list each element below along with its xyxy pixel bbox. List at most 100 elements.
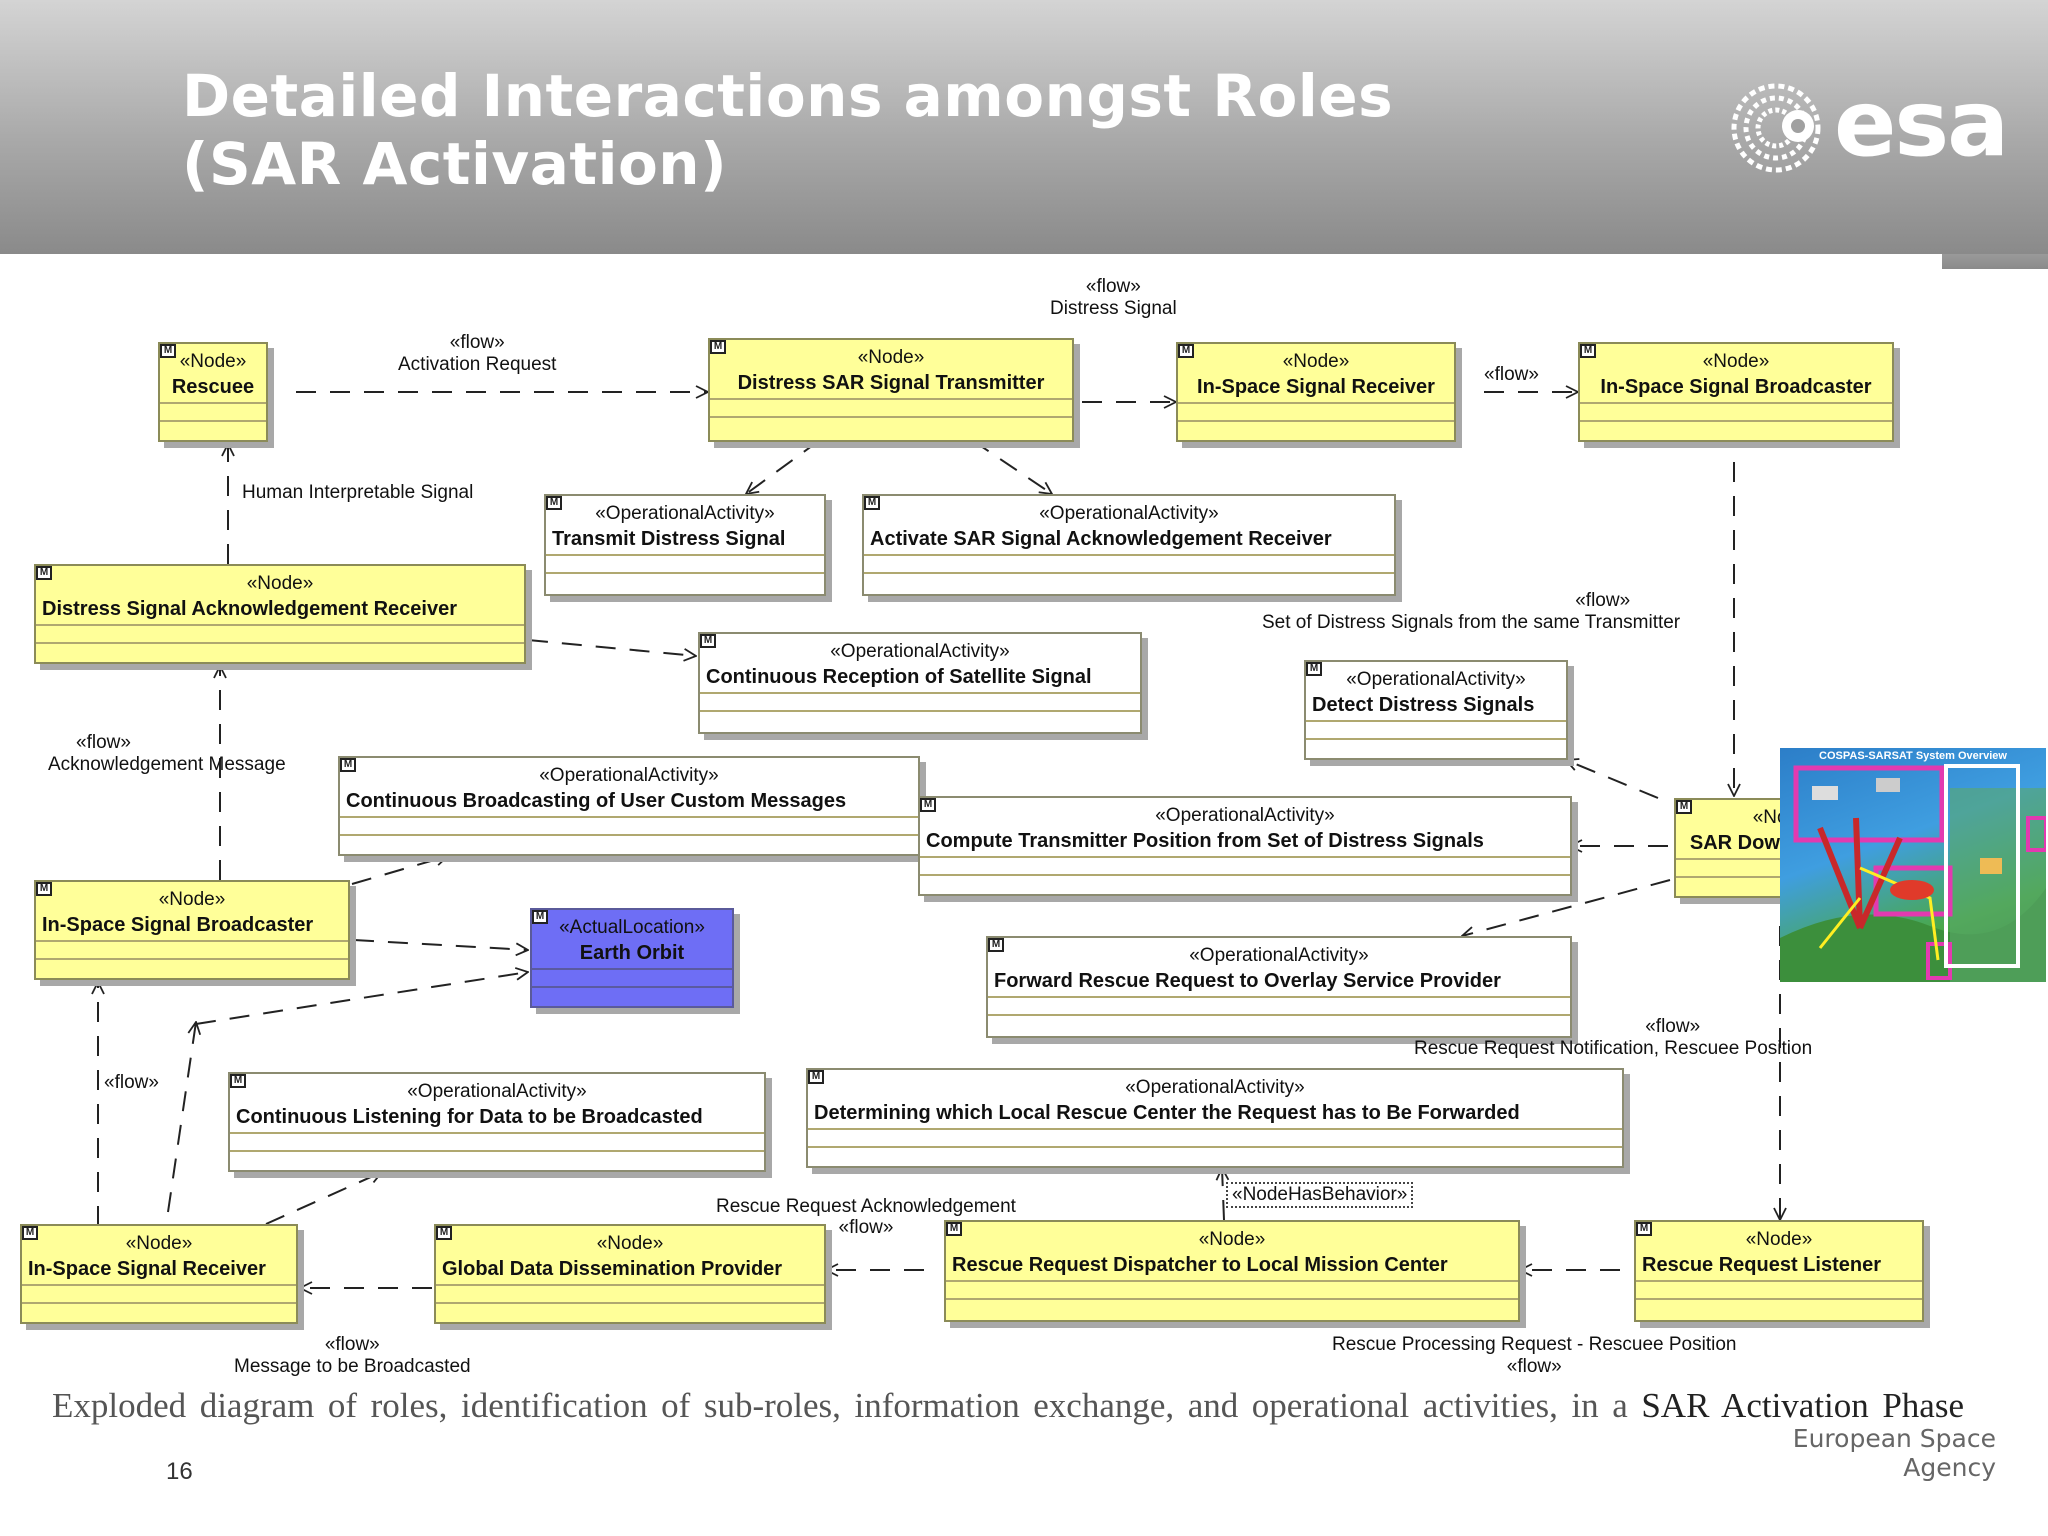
thumbnail-title: COSPAS-SARSAT System Overview [1819, 750, 2007, 762]
uml-element-icon: M [36, 882, 52, 896]
uml-element-icon: M [946, 1222, 962, 1236]
behavior-dispatcher-determining [1222, 1168, 1224, 1221]
uml-element-icon: M [1580, 344, 1596, 358]
location-earth-orbit[interactable]: M «ActualLocation» Earth Orbit [530, 908, 734, 1008]
slide-caption: Exploded diagram of roles, identificatio… [52, 1386, 1964, 1425]
node-name: Global Data Dissemination Provider [442, 1258, 783, 1280]
title-line-1: Detailed Interactions amongst Roles [182, 62, 1394, 130]
diagram-canvas: M «Node» Rescuee M «Node» Distress SAR S… [0, 254, 2048, 1384]
page-number: 16 [166, 1458, 193, 1485]
node-in-space-signal-receiver-bottom[interactable]: M «Node» In-Space Signal Receiver [20, 1224, 298, 1324]
uml-element-icon: M [436, 1226, 452, 1240]
node-name: In-Space Signal Broadcaster [42, 914, 314, 936]
activity-name: Determining which Local Rescue Center th… [814, 1102, 1520, 1124]
node-has-behavior-label: «NodeHasBehavior» [1226, 1182, 1414, 1208]
behavior-tx-activate [971, 439, 1052, 494]
uml-element-icon: M [160, 344, 176, 358]
flow-label-notification: «flow»Rescue Request Notification, Rescu… [1414, 1016, 1813, 1059]
uml-element-icon: M [710, 340, 726, 354]
node-name: Distress SAR Signal Transmitter [737, 372, 1045, 394]
flow-label-rx-broadcaster: «flow» [1484, 364, 1539, 385]
behavior-downlink-detect [1566, 760, 1659, 799]
uml-element-icon: M [864, 496, 880, 510]
flow-orbit-link [195, 972, 528, 1025]
activity-compute-transmitter-position[interactable]: M «OperationalActivity» Compute Transmit… [918, 796, 1572, 896]
activity-activate-ack-receiver[interactable]: M «OperationalActivity» Activate SAR Sig… [862, 494, 1396, 596]
flow-label-rx-bc: «flow» [104, 1072, 159, 1093]
flow-rx-orbit [167, 1022, 196, 1213]
node-rescue-request-dispatcher[interactable]: M «Node» Rescue Request Dispatcher to Lo… [944, 1220, 1520, 1322]
activity-detect-distress-signals[interactable]: M «OperationalActivity» Detect Distress … [1304, 660, 1568, 760]
activity-name: Continuous Listening for Data to be Broa… [236, 1106, 703, 1128]
uml-element-icon: M [532, 910, 548, 924]
uml-element-icon: M [920, 798, 936, 812]
node-name: In-Space Signal Receiver [1197, 376, 1435, 398]
system-overview-illustration [1780, 764, 2046, 982]
node-name: Rescuee [171, 376, 255, 398]
flow-label-rescue-ack: Rescue Request Acknowledgement«flow» [716, 1196, 1016, 1238]
activity-name: Detect Distress Signals [1312, 694, 1535, 716]
uml-element-icon: M [988, 938, 1004, 952]
location-name: Earth Orbit [579, 942, 685, 964]
node-name: Distress Signal Acknowledgement Receiver [42, 598, 457, 620]
behavior-ack-reception [527, 639, 696, 656]
activity-name: Transmit Distress Signal [552, 528, 786, 550]
node-rescue-request-listener[interactable]: M «Node» Rescue Request Listener [1634, 1220, 1924, 1322]
uml-element-icon: M [340, 758, 356, 772]
slide-title: Detailed Interactions amongst Roles (SAR… [182, 62, 1393, 198]
flow-label-ack-message: «flow»Acknowledgement Message [48, 732, 286, 775]
node-in-space-signal-broadcaster-top[interactable]: M «Node» In-Space Signal Broadcaster [1578, 342, 1894, 442]
flow-label-distress-signal: «flow»Distress Signal [1050, 276, 1177, 319]
activity-forward-rescue-request[interactable]: M «OperationalActivity» Forward Rescue R… [986, 936, 1572, 1038]
node-rescuee[interactable]: M «Node» Rescuee [158, 342, 268, 442]
node-name: Rescue Request Dispatcher to Local Missi… [952, 1254, 1448, 1276]
node-distress-sar-signal-transmitter[interactable]: M «Node» Distress SAR Signal Transmitter [708, 338, 1074, 442]
esa-logo: esa [1726, 70, 2009, 188]
flow-connectors [0, 254, 2048, 1384]
node-global-data-dissemination-provider[interactable]: M «Node» Global Data Dissemination Provi… [434, 1224, 826, 1324]
behavior-tx-transmit [746, 439, 821, 494]
uml-element-icon: M [700, 634, 716, 648]
title-line-2: (SAR Activation) [182, 130, 728, 198]
behavior-downlink-forward [1462, 879, 1671, 936]
flow-label-processing-request: Rescue Processing Request - Rescuee Posi… [1332, 1334, 1737, 1377]
flow-label-message-broadcast: «flow»Message to be Broadcasted [234, 1334, 471, 1377]
activity-continuous-broadcasting[interactable]: M «OperationalActivity» Continuous Broad… [338, 756, 920, 856]
header-strip [1942, 254, 2048, 269]
activity-name: Activate SAR Signal Acknowledgement Rece… [870, 528, 1332, 550]
activity-determining-local-rescue-center[interactable]: M «OperationalActivity» Determining whic… [806, 1068, 1624, 1168]
activity-name: Forward Rescue Request to Overlay Servic… [994, 970, 1501, 992]
esa-wordmark: esa [1834, 70, 2009, 177]
cospas-sarsat-thumbnail: COSPAS-SARSAT System Overview [1780, 748, 2046, 982]
slide-header: Detailed Interactions amongst Roles (SAR… [0, 0, 2048, 254]
node-name: In-Space Signal Receiver [28, 1258, 266, 1280]
uml-element-icon: M [230, 1074, 246, 1088]
uml-element-icon: M [808, 1070, 824, 1084]
activity-name: Continuous Reception of Satellite Signal [706, 666, 1092, 688]
esa-globe-icon [1731, 83, 1821, 173]
node-in-space-signal-broadcaster-left[interactable]: M «Node» In-Space Signal Broadcaster [34, 880, 350, 980]
flow-label-activation-request: «flow»Activation Request [398, 332, 557, 375]
behavior-rx-listening [265, 1172, 382, 1225]
flow-bc-orbit [353, 939, 528, 950]
flow-label-human-signal: Human Interpretable Signal [242, 482, 474, 503]
activity-name: Compute Transmitter Position from Set of… [926, 830, 1484, 852]
uml-element-icon: M [546, 496, 562, 510]
node-name: Rescue Request Listener [1642, 1254, 1881, 1276]
node-name: In-Space Signal Broadcaster [1600, 376, 1872, 398]
flow-label-set-of-signals: «flow»Set of Distress Signals from the s… [1262, 590, 1681, 633]
uml-element-icon: M [36, 566, 52, 580]
activity-continuous-reception[interactable]: M «OperationalActivity» Continuous Recep… [698, 632, 1142, 734]
uml-element-icon: M [1306, 662, 1322, 676]
uml-element-icon: M [22, 1226, 38, 1240]
caption-emphasis: SAR Activation Phase [1641, 1386, 1964, 1425]
agency-name: European Space Agency [1792, 1424, 1996, 1482]
uml-element-icon: M [1636, 1222, 1652, 1236]
behavior-bc-broadcasting [351, 856, 448, 885]
node-in-space-signal-receiver-top[interactable]: M «Node» In-Space Signal Receiver [1176, 342, 1456, 442]
node-distress-signal-acknowledgement-receiver[interactable]: M «Node» Distress Signal Acknowledgement… [34, 564, 526, 664]
uml-element-icon: M [1676, 800, 1692, 814]
activity-transmit-distress-signal[interactable]: M «OperationalActivity» Transmit Distres… [544, 494, 826, 596]
activity-name: Continuous Broadcasting of User Custom M… [346, 790, 847, 812]
activity-continuous-listening[interactable]: M «OperationalActivity» Continuous Liste… [228, 1072, 766, 1172]
